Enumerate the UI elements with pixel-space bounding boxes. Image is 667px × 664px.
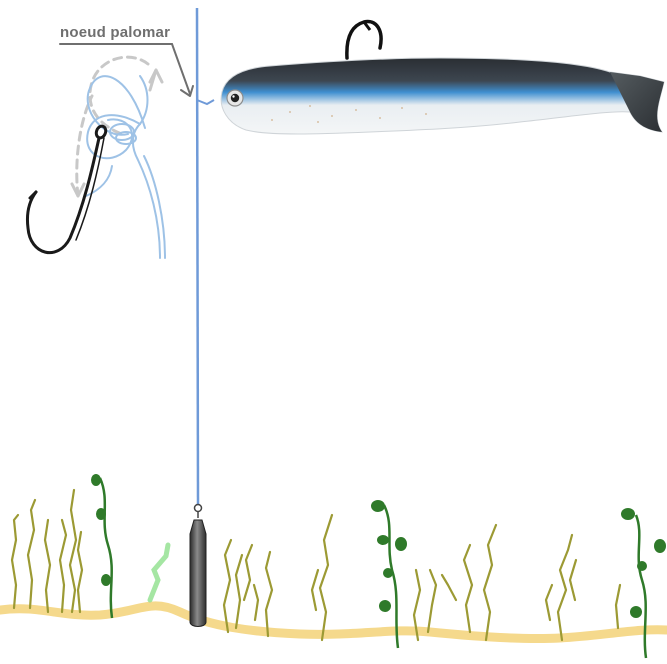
sinker-icon bbox=[190, 505, 206, 627]
knot-diagram bbox=[72, 57, 165, 258]
hook-icon bbox=[27, 125, 107, 253]
fishing-line bbox=[197, 8, 198, 505]
leader-line bbox=[197, 100, 214, 104]
knot-label: noeud palomar bbox=[60, 24, 170, 41]
soft-lure-icon bbox=[221, 22, 664, 134]
sea-floor bbox=[0, 606, 667, 639]
